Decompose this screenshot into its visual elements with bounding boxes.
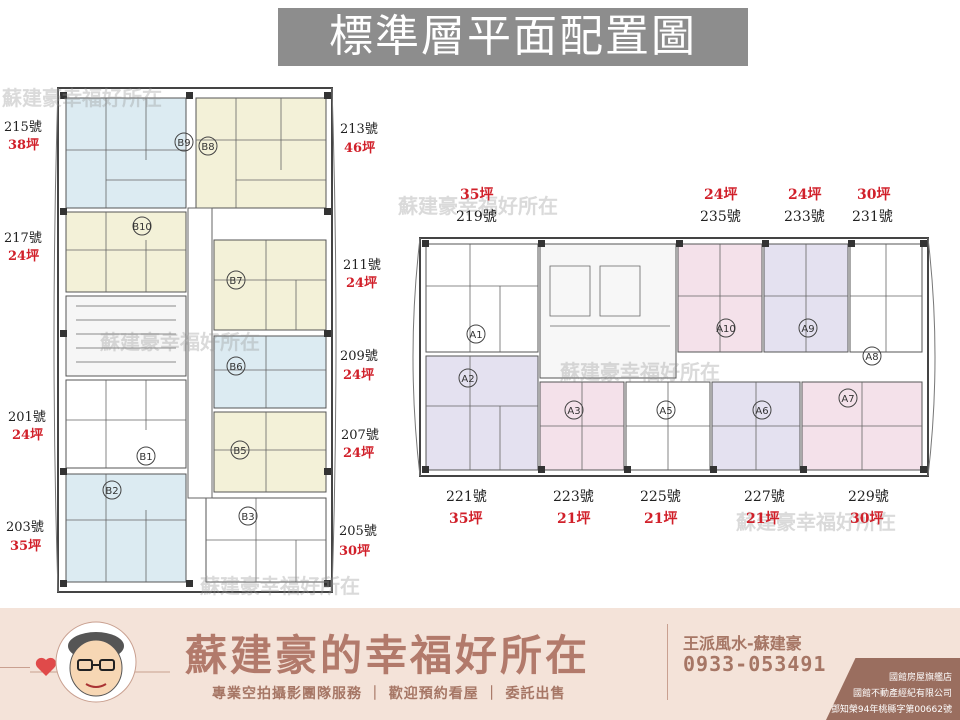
unit-area: 35坪 [460, 187, 494, 203]
watermark: 蘇建豪幸福好所在 [100, 330, 260, 354]
unit-number: 203號 [6, 520, 44, 535]
unit-number: 207號 [341, 428, 379, 443]
unit-b1-area [65, 379, 187, 469]
code-a2: A2 [461, 374, 474, 385]
code-a5: A5 [659, 406, 672, 417]
unit-b6-area [213, 335, 327, 409]
unit-b2-area [65, 473, 187, 583]
code-a8: A8 [865, 352, 878, 363]
unit-area: 35坪 [449, 511, 483, 527]
left-floor-plan: B9 B8 B10 B7 B6 B1 B5 B2 B3 [53, 87, 337, 593]
stair-core [65, 295, 187, 377]
unit-area: 24坪 [704, 187, 738, 203]
agency-line: 國館不動產經紀有限公司 [852, 689, 952, 699]
unit-number: 205號 [339, 524, 377, 539]
avatar [30, 621, 170, 703]
unit-number: 231號 [852, 209, 893, 225]
unit-number: 215號 [4, 120, 42, 135]
unit-number: 213號 [340, 122, 378, 137]
unit-b9-area [65, 97, 187, 209]
footer-vertical-divider [667, 624, 668, 700]
unit-area: 24坪 [346, 276, 378, 291]
code-a3: A3 [567, 406, 580, 417]
unit-number: 217號 [4, 231, 42, 246]
unit-area: 30坪 [857, 187, 891, 203]
unit-area: 24坪 [788, 187, 822, 203]
agency-line: 鄧知榮94年桃縣字第00662號 [830, 705, 952, 715]
phone-number[interactable]: 0933-053491 [683, 652, 827, 676]
agency-line: 國館房屋旗艦店 [888, 673, 952, 683]
code-a10: A10 [716, 324, 736, 335]
service-tagline: 專業空拍攝影團隊服務 ｜ 歡迎預約看屋 ｜ 委託出售 [212, 686, 566, 702]
unit-b10-area [65, 211, 187, 293]
unit-area: 30坪 [850, 511, 884, 527]
code-a7: A7 [841, 394, 854, 405]
code-b8: B8 [201, 142, 214, 153]
watermark: 蘇建豪幸福好所在 [560, 360, 720, 384]
corridor [187, 207, 213, 499]
code-b3: B3 [241, 512, 254, 523]
watermark: 蘇建豪幸福好所在 [200, 574, 360, 598]
code-b9: B9 [177, 138, 190, 149]
code-b7: B7 [229, 276, 242, 287]
code-a1: A1 [469, 330, 482, 341]
code-b10: B10 [132, 222, 152, 233]
footer-divider-left [0, 667, 30, 668]
left-unit-fills [65, 97, 327, 583]
code-a9: A9 [801, 324, 814, 335]
unit-number: 219號 [456, 209, 497, 225]
page-title: 標準層平面配置圖 [278, 8, 748, 66]
unit-area: 38坪 [8, 138, 40, 153]
unit-a1-area [425, 243, 539, 353]
code-b6: B6 [229, 362, 242, 373]
unit-number: 223號 [553, 489, 594, 505]
code-a6: A6 [755, 406, 768, 417]
unit-number: 225號 [640, 489, 681, 505]
unit-area: 35坪 [10, 539, 42, 554]
unit-a2-area [425, 355, 539, 471]
code-b1: B1 [139, 452, 152, 463]
unit-area: 30坪 [339, 544, 371, 559]
unit-area: 21坪 [746, 511, 780, 527]
unit-number: 235號 [700, 209, 741, 225]
unit-area: 24坪 [12, 428, 44, 443]
unit-number: 233號 [784, 209, 825, 225]
unit-area: 21坪 [644, 511, 678, 527]
footer-banner [0, 608, 960, 720]
watermark: 蘇建豪幸福好所在 [2, 86, 162, 110]
right-floor-plan: A1 A10 A9 A8 A2 A3 A5 A6 A7 [412, 237, 936, 477]
unit-b7-area [213, 239, 327, 331]
unit-number: 209號 [340, 349, 378, 364]
unit-number: 229號 [848, 489, 889, 505]
watermark: 蘇建豪幸福好所在 [398, 194, 558, 218]
code-b2: B2 [105, 486, 118, 497]
unit-area: 24坪 [343, 368, 375, 383]
agent-name: 王派風水-蘇建豪 [683, 634, 802, 653]
unit-number: 221號 [446, 489, 487, 505]
unit-area: 21坪 [557, 511, 591, 527]
unit-number: 227號 [744, 489, 785, 505]
unit-number: 211號 [343, 258, 381, 273]
unit-area: 24坪 [343, 446, 375, 461]
unit-number: 201號 [8, 410, 46, 425]
unit-area: 24坪 [8, 249, 40, 264]
watermark: 蘇建豪幸福好所在 [736, 510, 896, 534]
brand-name: 蘇建豪的幸福好所在 [185, 631, 591, 680]
unit-b8-area [195, 97, 327, 209]
code-b5: B5 [233, 446, 246, 457]
unit-area: 46坪 [344, 141, 376, 156]
unit-b5-area [213, 411, 327, 493]
